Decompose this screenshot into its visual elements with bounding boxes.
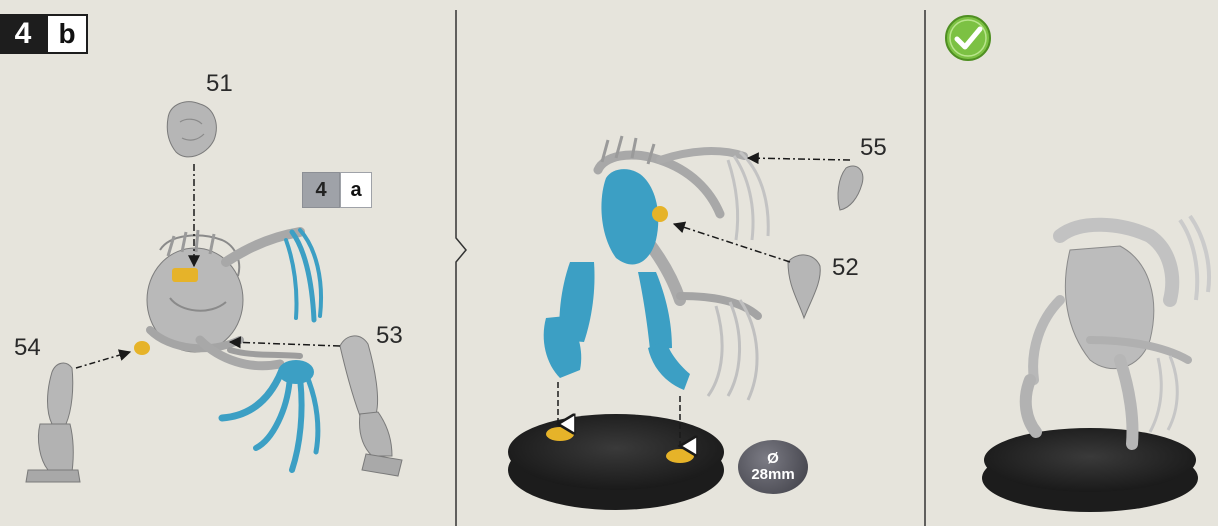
panel-3-completed-model [982, 216, 1209, 512]
reference-step-number: 4 [302, 172, 340, 208]
part-label-52: 52 [832, 254, 859, 282]
round-base-28mm [508, 414, 724, 510]
claw-part-55 [838, 166, 863, 210]
base-size-badge: Ø 28mm [738, 440, 808, 494]
leg-part-54 [26, 363, 80, 482]
diameter-symbol: Ø [767, 451, 779, 467]
part-label-53: 53 [376, 322, 403, 350]
glue-point-base-right [666, 449, 694, 463]
base-size-value: 28mm [751, 467, 794, 483]
completed-model-grey [1026, 216, 1209, 444]
glue-point-leg-54 [134, 341, 150, 355]
part-label-54: 54 [14, 334, 41, 362]
head-part-51 [167, 102, 216, 157]
reference-step-badge: 4 a [302, 172, 372, 208]
reference-step-sub-letter: a [340, 172, 372, 208]
panel-1-exploded-view [26, 102, 402, 482]
checkmark-icon [944, 14, 992, 62]
glue-point-base-left [546, 427, 574, 441]
step-number: 4 [0, 14, 46, 54]
arm-part-52 [788, 255, 820, 318]
lower-claw-blue [222, 360, 318, 470]
step-sub-letter: b [46, 14, 88, 54]
upper-claw-blue [286, 230, 321, 320]
torso-part [147, 230, 300, 366]
glue-point-head [172, 268, 198, 282]
glue-point-arm-52 [652, 206, 668, 222]
part-label-51: 51 [206, 70, 233, 98]
panel-2-assembled-on-base [508, 136, 863, 510]
step-badge: 4 b [0, 14, 88, 54]
leg-part-53 [340, 336, 402, 476]
part-label-55: 55 [860, 134, 887, 162]
